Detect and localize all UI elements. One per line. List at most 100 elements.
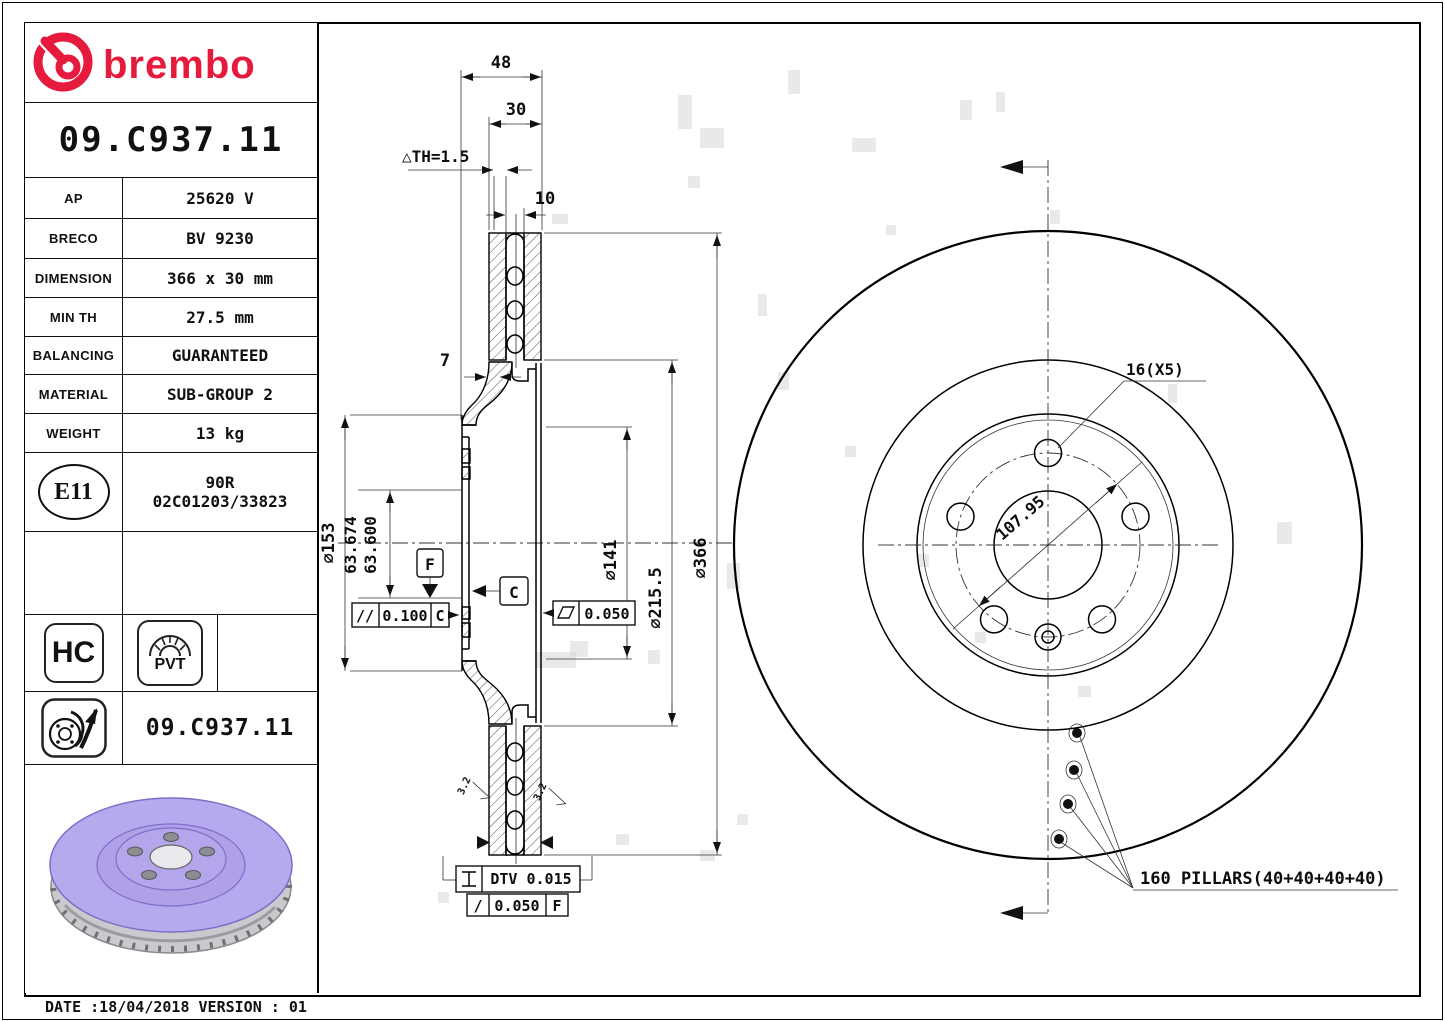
bolt-circle-dim: 107.95: [952, 461, 1143, 630]
date-version-line: DATE :18/04/2018 VERSION : 01: [45, 998, 307, 1016]
homologation-row: E11 90R 02C01203/33823: [25, 453, 317, 532]
pillar-dot: [1054, 834, 1064, 844]
dtv-probe-right: [540, 836, 553, 849]
dtv-symbol-icon: [462, 871, 476, 887]
parallelism-icon: //: [356, 607, 374, 625]
dim-48: 48: [461, 53, 542, 81]
dia2155-label: ⌀215.5: [646, 567, 666, 628]
part-number: 09.C937.11: [58, 120, 284, 160]
table-row: AP 25620 V: [25, 178, 317, 219]
product-photo-row: [25, 765, 317, 993]
row-value: 13 kg: [195, 423, 245, 443]
section-cut-arrow-top: [1000, 160, 1048, 174]
e11-cell: E11: [25, 453, 123, 531]
flatness-icon: [556, 606, 576, 619]
pillar-dot: [1069, 765, 1079, 775]
dtv-value: DTV 0.015: [490, 870, 571, 888]
row-label: DIMENSION: [25, 259, 123, 297]
hc-cell: HC: [25, 615, 123, 691]
table-row: WEIGHT 13 kg: [25, 414, 317, 453]
row-value: 25620 V: [186, 188, 254, 208]
runout-datum: F: [552, 897, 561, 915]
row-value: BV 9230: [186, 229, 254, 248]
datum-f: F: [416, 548, 444, 598]
section-cut-arrow-bottom: [1000, 906, 1048, 920]
row-label: MATERIAL: [25, 375, 123, 413]
row-label: BALANCING: [25, 337, 123, 374]
dim-th: △TH=1.5: [402, 147, 532, 174]
row-value: GUARANTEED: [171, 346, 269, 365]
table-row: MIN TH 27.5 mm: [25, 298, 317, 337]
datum-c: C: [472, 576, 529, 606]
table-row: BRECO BV 9230: [25, 219, 317, 259]
fcf-flatness: 0.050: [543, 600, 636, 626]
e11-badge: E11: [37, 464, 110, 520]
row-value: SUB-GROUP 2: [167, 384, 273, 404]
parallelism-value: 0.100: [382, 607, 427, 625]
brake-disc-photo: [49, 797, 293, 954]
dtv-probe-left: [477, 836, 490, 849]
part-number-row: 09.C937.11: [25, 103, 317, 178]
dim-dia366: ⌀366: [691, 233, 721, 855]
disc-icon-cell: [25, 692, 123, 764]
pvt-badge-label: PVT: [154, 656, 186, 673]
table-row: MATERIAL SUB-GROUP 2: [25, 375, 317, 414]
empty-cell: [25, 532, 123, 614]
row-label: MIN TH: [25, 298, 123, 336]
flatness-value: 0.050: [584, 605, 629, 623]
dim-th-label: △TH=1.5: [402, 147, 469, 166]
runout-value: 0.050: [494, 897, 539, 915]
bolt-hole: [1121, 502, 1150, 531]
dim-30: 30: [489, 100, 542, 128]
bolt-hole: [1087, 605, 1117, 634]
bolt-hole-label: 16(X5): [1126, 360, 1184, 379]
datum-f-label: F: [425, 555, 435, 574]
runout-icon: /: [473, 897, 482, 915]
dia63-lower-label: 63.600: [361, 516, 380, 574]
row-label: WEIGHT: [25, 414, 123, 452]
parallelism-datum: C: [435, 607, 444, 625]
dia366-label: ⌀366: [691, 538, 711, 579]
row-value: 27.5 mm: [186, 307, 254, 327]
row-value: 366 x 30 mm: [167, 268, 273, 288]
svg-text:3.2: 3.2: [456, 776, 474, 797]
brand-wordmark: brembo: [103, 43, 256, 87]
title-block: brembo 09.C937.11 AP 25620 V BRECO BV 92…: [25, 23, 319, 993]
row-label: BRECO: [25, 219, 123, 258]
dia153-label: ⌀153: [319, 523, 339, 564]
dim-10-label: 10: [535, 189, 555, 209]
footer-part-cell: 09.C937.11: [123, 692, 317, 764]
homologation-line2: 02C01203/33823: [152, 492, 288, 511]
pillar-dot: [1072, 728, 1082, 738]
dim-48-label: 48: [491, 53, 511, 73]
empty-row: [25, 532, 317, 615]
table-row: DIMENSION 366 x 30 mm: [25, 259, 317, 298]
cross-section-view: 48 30 △TH=1.5 10 7: [319, 53, 736, 917]
homologation-line1: 90R: [205, 473, 235, 492]
brembo-logo-icon: brembo: [33, 31, 256, 92]
dim-dia2155: ⌀215.5: [646, 360, 676, 726]
footer-part-row: 09.C937.11: [25, 692, 317, 765]
fcf-dtv: DTV 0.015: [442, 856, 593, 893]
bolt-hole: [946, 502, 975, 531]
dim-10: 10: [486, 189, 555, 219]
pillar-dot: [1063, 799, 1073, 809]
feature-badges-row: HC PVT: [25, 615, 317, 692]
pvt-disc-icon: [149, 635, 191, 657]
roughness-mark-icon: 3.2: [456, 776, 491, 800]
fcf-parallelism: // 0.100 C: [351, 602, 459, 628]
dim-30-label: 30: [506, 100, 526, 120]
logo-row: brembo: [25, 23, 317, 103]
dia141-label: ⌀141: [601, 540, 621, 581]
footer-part-number: 09.C937.11: [145, 715, 295, 741]
pvt-cell: PVT: [123, 615, 218, 691]
pillars-callout: 160 PILLARS(40+40+40+40): [1050, 723, 1398, 891]
pillars-label: 160 PILLARS(40+40+40+40): [1140, 869, 1386, 889]
dim-dia63: 63.674 63.600 ⌀: [341, 490, 394, 615]
front-view: 16(X5) 107.95: [732, 160, 1398, 920]
dim-dia153: ⌀153: [319, 415, 349, 671]
dia63-upper-label: 63.674: [341, 516, 360, 574]
